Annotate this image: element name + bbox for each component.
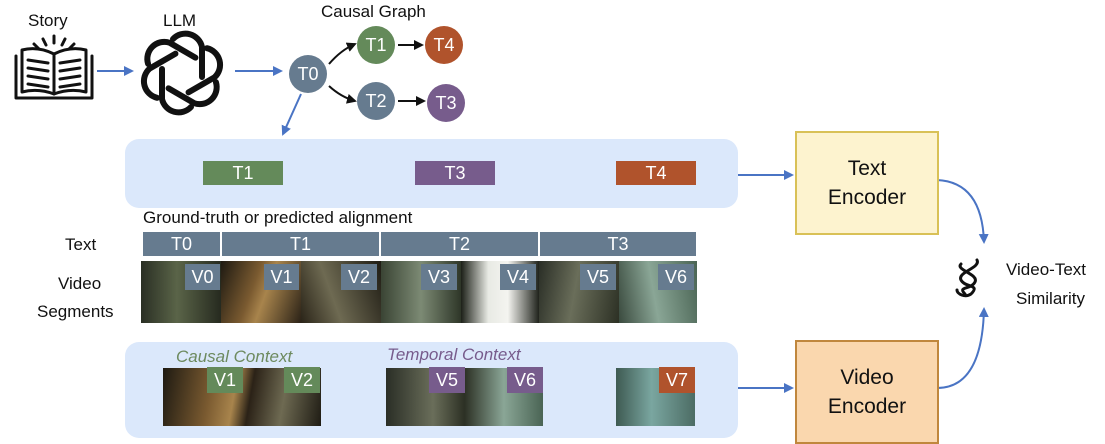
text-chip-t1: T1: [203, 161, 283, 185]
text-segment-t3: T3: [540, 232, 696, 256]
video-tag-v6: V6: [658, 264, 694, 290]
graph-node-t4: T4: [425, 26, 463, 64]
graph-node-t2: T2: [357, 82, 395, 120]
causal-tag-v2: V2: [284, 367, 320, 393]
dna-helix-icon: [955, 258, 979, 298]
edge-t0-t2: [328, 85, 357, 104]
text-encoder-box: Text Encoder: [795, 131, 939, 235]
video-encoder-box: Video Encoder: [795, 340, 939, 444]
story-label: Story: [28, 11, 68, 30]
causal-context-label: Causal Context: [176, 347, 293, 366]
openai-logo-icon: [140, 30, 224, 116]
text-encoder-line1: Text: [847, 157, 887, 180]
causal-graph-label: Causal Graph: [321, 2, 426, 21]
video-tag-v4: V4: [500, 264, 536, 290]
text-segment-t0: T0: [143, 232, 220, 256]
graph-node-t0: T0: [289, 55, 327, 93]
temporal-tag-v6: V6: [507, 367, 543, 393]
text-encoder-line2: Encoder: [827, 186, 907, 209]
video-encoder-line1: Video: [840, 366, 894, 389]
llm-label: LLM: [163, 11, 197, 30]
arrow-video-encoder-to-similarity: [936, 307, 989, 389]
target-tag-v7: V7: [659, 367, 695, 393]
video-tag-v5: V5: [580, 264, 616, 290]
arrow-graph-to-text-panel: [281, 93, 302, 136]
arrow-text-encoder-to-similarity: [936, 179, 989, 244]
causal-tag-v1: V1: [207, 367, 243, 393]
video-tag-v0: V0: [185, 264, 220, 290]
graph-node-t1: T1: [357, 26, 395, 64]
similarity-label-line1: Video-Text: [1006, 260, 1087, 279]
open-book-icon: [14, 34, 94, 100]
video-label-line2: Segments: [37, 302, 114, 321]
video-tag-v3: V3: [421, 264, 457, 290]
similarity-label-line2: Similarity: [1016, 289, 1085, 308]
text-chip-t4: T4: [616, 161, 696, 185]
text-segment-t2: T2: [381, 232, 538, 256]
text-segment-t1: T1: [222, 232, 379, 256]
text-row-label: Text: [65, 235, 97, 254]
temporal-tag-v5: V5: [429, 367, 465, 393]
graph-node-t3: T3: [427, 84, 465, 122]
text-chip-t3: T3: [415, 161, 495, 185]
alignment-label: Ground-truth or predicted alignment: [143, 208, 413, 227]
edge-t0-t1: [328, 42, 357, 65]
video-encoder-line2: Encoder: [827, 395, 907, 418]
video-tag-v2: V2: [341, 264, 377, 290]
video-label-line1: Video: [58, 274, 102, 293]
video-tag-v1: V1: [264, 264, 299, 290]
temporal-context-label: Temporal Context: [387, 345, 521, 364]
